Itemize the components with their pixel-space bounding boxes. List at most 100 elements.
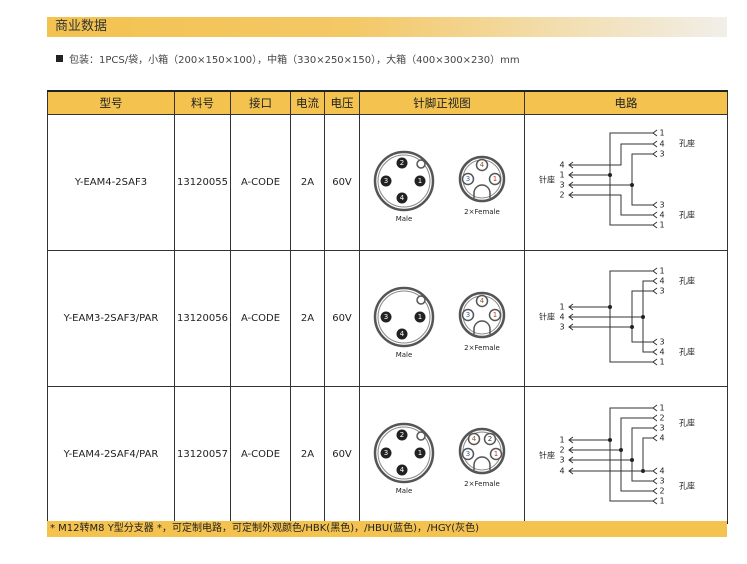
male-label: Male <box>396 351 413 359</box>
male-connector-inner <box>377 154 431 208</box>
cell-current: 2A <box>290 386 325 524</box>
female-key-icon <box>473 184 491 198</box>
junction-dot <box>619 448 623 452</box>
pin-seat-number: 3 <box>559 323 564 332</box>
pin-seat-number: 1 <box>559 303 564 312</box>
male-pin <box>380 447 392 459</box>
male-pin-number: 2 <box>400 159 404 167</box>
pin-seat-number: 1 <box>559 171 564 180</box>
socket-top-number: 3 <box>659 150 664 159</box>
male-pin-number: 1 <box>418 449 422 457</box>
socket-top-number: 3 <box>659 424 664 433</box>
arrow-right-icon <box>652 150 658 158</box>
arrow-right-icon <box>652 129 658 137</box>
male-pin-number: 1 <box>418 177 422 185</box>
table-header-row: 型号 料号 接口 电流 电压 针脚正视图 电路 <box>47 90 728 115</box>
arrow-right-icon <box>652 477 658 485</box>
key-notch-icon <box>416 295 426 305</box>
female-key-icon <box>473 456 491 470</box>
socket-top-number: 1 <box>659 267 664 276</box>
socket-top-number: 4 <box>659 140 664 149</box>
arrow-right-icon <box>652 434 658 442</box>
male-pin-number: 4 <box>400 330 405 338</box>
arrow-left-icon <box>568 323 574 331</box>
header-interface: 接口 <box>230 90 291 115</box>
header-circuit: 电路 <box>524 90 728 115</box>
cell-voltage: 60V <box>324 114 360 251</box>
arrow-right-icon <box>652 211 658 219</box>
socket-top-number: 3 <box>659 287 664 296</box>
arrow-right-icon <box>652 424 658 432</box>
junction-dot <box>641 469 645 473</box>
female-label: 2×Female <box>464 208 500 216</box>
male-pin <box>414 447 426 459</box>
cell-interface: A-CODE <box>230 114 291 251</box>
wire <box>620 417 653 492</box>
female-pin <box>475 294 489 308</box>
arrow-left-icon <box>568 446 574 454</box>
arrow-right-icon <box>652 338 658 346</box>
male-pin-number: 3 <box>384 177 388 185</box>
female-pin-number: 4 <box>472 435 477 443</box>
male-pin-number: 2 <box>400 431 404 439</box>
wire <box>569 194 653 216</box>
socket-bottom-number: 3 <box>659 338 664 347</box>
arrow-right-icon <box>652 348 658 356</box>
socket-bottom-number: 2 <box>659 487 664 496</box>
socket-bottom-number: 1 <box>659 497 664 506</box>
male-pin-number: 3 <box>384 449 388 457</box>
pin-seat-number: 4 <box>559 161 564 170</box>
key-notch-icon <box>416 159 426 169</box>
cell-part: 13120055 <box>174 114 231 251</box>
junction-dot <box>630 183 634 187</box>
socket-seat-label-bottom: 孔座 <box>679 210 695 220</box>
socket-bottom-number: 4 <box>659 467 664 476</box>
female-label: 2×Female <box>464 344 500 352</box>
arrow-left-icon <box>568 436 574 444</box>
junction-dot <box>630 458 634 462</box>
socket-bottom-number: 3 <box>659 477 664 486</box>
cell-model: Y-EAM3-2SAF3/PAR <box>47 250 175 387</box>
arrow-left-icon <box>568 313 574 321</box>
arrow-left-icon <box>568 191 574 199</box>
socket-seat-label-top: 孔座 <box>679 276 695 286</box>
arrow-right-icon <box>652 414 658 422</box>
arrow-right-icon <box>652 497 658 505</box>
socket-top-number: 4 <box>659 434 664 443</box>
male-label: Male <box>396 487 413 495</box>
cell-current: 2A <box>290 250 325 387</box>
arrow-right-icon <box>652 467 658 475</box>
bullet-square-icon <box>56 55 63 62</box>
header-pinout: 针脚正视图 <box>359 90 525 115</box>
arrow-right-icon <box>652 221 658 229</box>
socket-seat-label-bottom: 孔座 <box>679 481 695 491</box>
male-pin <box>380 311 392 323</box>
female-pin-number: 4 <box>480 297 485 305</box>
female-label: 2×Female <box>464 480 500 488</box>
wire <box>631 153 653 206</box>
key-notch-icon <box>416 431 426 441</box>
female-pin <box>488 172 502 186</box>
packaging-text: 包装：1PCS/袋，小箱（200×150×100），中箱（330×250×150… <box>69 55 520 66</box>
male-pin <box>396 192 408 204</box>
pin-seat-number: 3 <box>559 181 564 190</box>
socket-bottom-number: 1 <box>659 358 664 367</box>
socket-bottom-number: 4 <box>659 211 664 220</box>
cell-interface: A-CODE <box>230 250 291 387</box>
male-pin-number: 4 <box>400 466 405 474</box>
female-pin <box>461 447 475 461</box>
cell-interface: A-CODE <box>230 386 291 524</box>
pin-seat-number: 2 <box>559 446 564 455</box>
header-voltage: 电压 <box>324 90 360 115</box>
male-label: Male <box>396 215 413 223</box>
arrow-right-icon <box>652 487 658 495</box>
female-pin-number: 4 <box>480 161 485 169</box>
female-key-icon <box>473 320 491 334</box>
